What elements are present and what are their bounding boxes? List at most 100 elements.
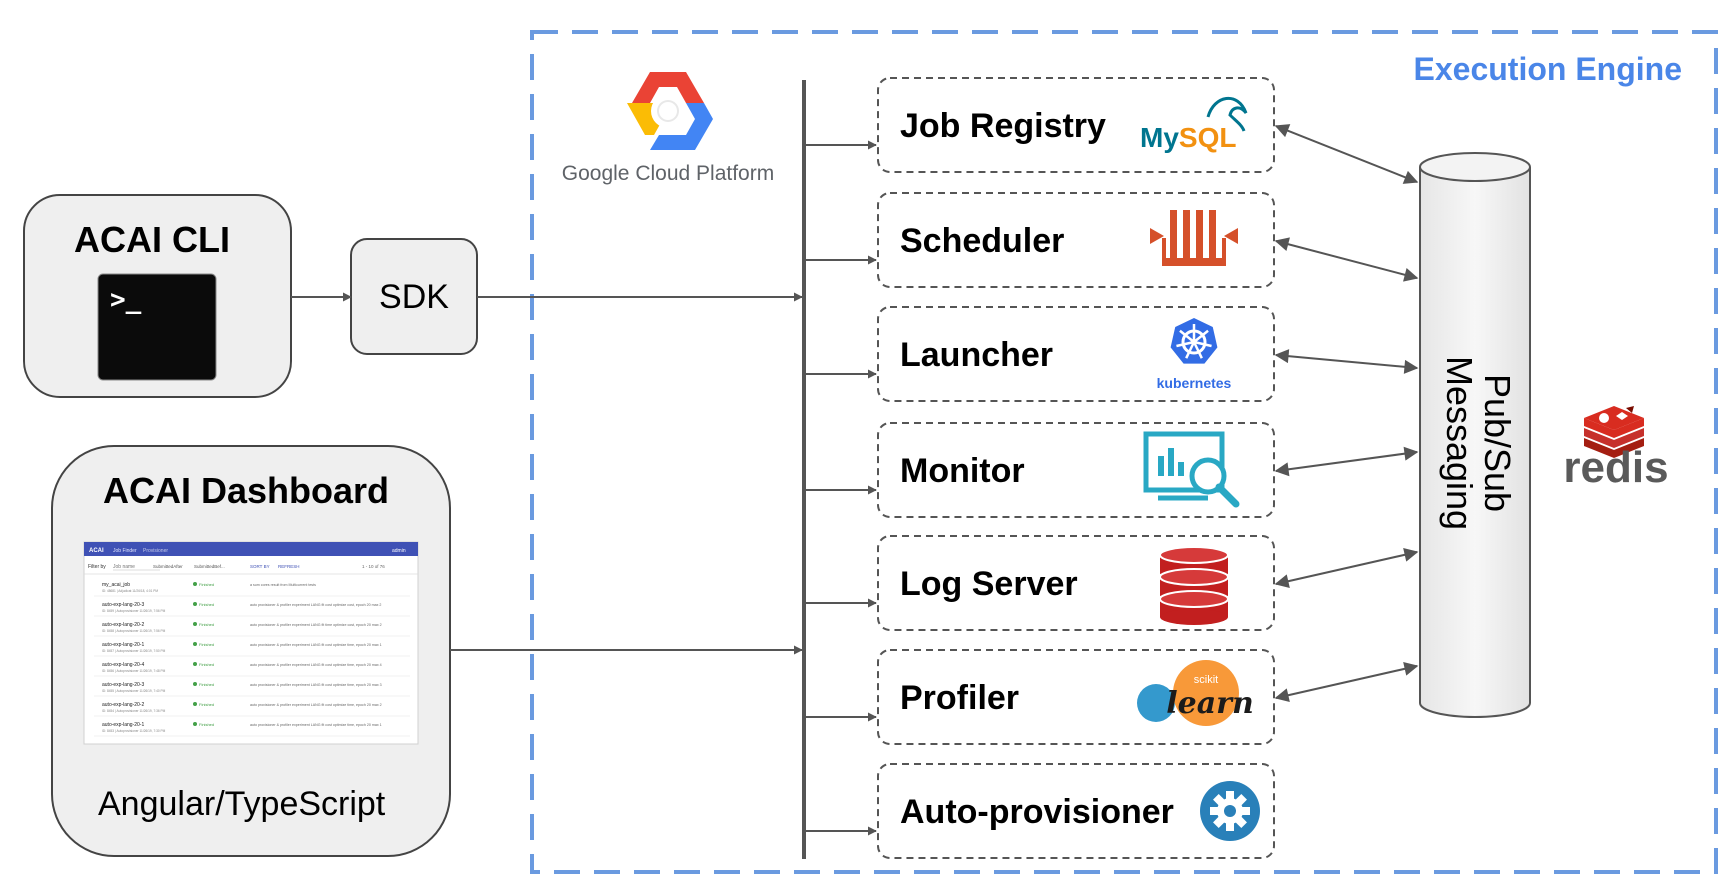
preview-nav-job-finder: Job Finder xyxy=(113,548,137,554)
status-dot-icon xyxy=(193,602,197,606)
acai-dashboard-subtitle: Angular/TypeScript xyxy=(98,785,386,823)
preview-job-meta: ID: 8455 | Autoprovisioner 11/26/19, 7:4… xyxy=(102,689,166,693)
preview-job-status: Finished xyxy=(199,702,214,707)
service-job-registry-box xyxy=(877,77,1275,173)
preview-job-status: Finished xyxy=(199,662,214,667)
status-dot-icon xyxy=(193,682,197,686)
service-monitor-label: Monitor xyxy=(900,452,1025,490)
terminal-icon: >_ xyxy=(97,273,217,381)
preview-job-desc: auto provisioner & profiler experiment L… xyxy=(250,603,381,607)
gear-icon xyxy=(1200,781,1260,841)
preview-job-status: Finished xyxy=(199,582,214,587)
preview-refresh: REFRESH xyxy=(278,564,300,569)
pubsub-arrow-1 xyxy=(1274,124,1419,184)
status-dot-icon xyxy=(193,722,197,726)
execution-engine-title: Execution Engine xyxy=(1414,51,1682,87)
pubsub-line1: Pub/Sub xyxy=(1477,374,1518,512)
service-log-server: Log Server xyxy=(806,535,1275,631)
pubsub-line2: Messaging xyxy=(1439,356,1480,530)
status-dot-icon xyxy=(193,622,197,626)
service-launcher: Launcher kubernetes xyxy=(806,306,1275,402)
acai-dashboard-box: ACAI Dashboard Angular/TypeScript ACAI J… xyxy=(51,445,451,857)
acai-cli-box: ACAI CLI >_ xyxy=(23,194,292,398)
redis-logo: redis xyxy=(1563,406,1669,492)
preview-job-meta: ID: 8457 | Autoprovisioner 11/26/19, 7:5… xyxy=(102,649,166,653)
preview-job-status: Finished xyxy=(199,722,214,727)
preview-select-after: SubmittedAfter xyxy=(153,564,183,569)
preview-job-desc: auto provisioner & profiler experiment L… xyxy=(250,723,382,727)
service-profiler-label: Profiler xyxy=(900,679,1019,717)
preview-filter-input: Job name xyxy=(113,564,135,570)
google-cloud-platform-logo: Google Cloud Platform xyxy=(562,72,774,185)
preview-job-row: auto-exp-lang-20-2ID: 8454 | Autoprovisi… xyxy=(94,702,410,717)
service-scheduler: Scheduler xyxy=(806,192,1275,288)
service-profiler-box xyxy=(877,649,1275,745)
status-dot-icon xyxy=(193,662,197,666)
mysql-logo: MySQL xyxy=(1140,96,1248,153)
service-auto-provisioner: Auto-provisioner xyxy=(806,763,1275,859)
preview-job-meta: ID: 8456 | Autoprovisioner 11/26/19, 7:4… xyxy=(102,669,166,673)
preview-job-name: auto-exp-lang-20-1 xyxy=(102,722,144,728)
pubsub-arrow-4 xyxy=(1274,446,1419,477)
pubsub-arrow-5 xyxy=(1274,547,1419,589)
preview-job-row: auto-exp-lang-20-3ID: 8455 | Autoprovisi… xyxy=(94,682,410,697)
preview-job-meta: ID: 48681 | Adjudicat 11/26/18, 4:01 PM xyxy=(102,589,158,593)
status-dot-icon xyxy=(193,642,197,646)
pubsub-arrow-3 xyxy=(1274,349,1419,374)
sdk-label: SDK xyxy=(379,278,449,316)
preview-job-desc: auto provisioner & profiler experiment L… xyxy=(250,663,382,667)
preview-job-row: auto-exp-lang-20-4ID: 8456 | Autoprovisi… xyxy=(94,662,410,677)
service-log-server-label: Log Server xyxy=(900,565,1078,603)
dashboard-preview: ACAI Job Finder Provisioner admin Filter… xyxy=(83,541,419,745)
preview-job-row: auto-exp-lang-20-1ID: 8457 | Autoprovisi… xyxy=(94,642,410,657)
acai-dashboard-title: ACAI Dashboard xyxy=(103,470,389,511)
preview-select-before: SubmittedBef... xyxy=(194,564,225,569)
preview-job-name: auto-exp-lang-20-3 xyxy=(102,602,144,608)
gcp-label: Google Cloud Platform xyxy=(562,162,774,185)
preview-job-name: auto-exp-lang-20-1 xyxy=(102,642,144,648)
redis-label: redis xyxy=(1563,443,1668,492)
service-auto-provisioner-label: Auto-provisioner xyxy=(900,793,1174,831)
preview-job-desc: auto provisioner & profiler experiment L… xyxy=(250,703,382,707)
preview-job-meta: ID: 8454 | Autoprovisioner 11/26/19, 7:3… xyxy=(102,709,166,713)
preview-job-row: auto-exp-lang-20-3ID: 8459 | Autoprovisi… xyxy=(94,602,410,617)
preview-pager: 1 - 10 of 76 xyxy=(362,564,385,569)
kubernetes-logo: kubernetes xyxy=(1157,318,1232,391)
terminal-prompt: >_ xyxy=(110,285,142,315)
preview-job-name: auto-exp-lang-20-2 xyxy=(102,622,144,628)
scheduler-icon xyxy=(1150,210,1238,266)
preview-user: admin xyxy=(392,548,406,554)
preview-nav-provisioner: Provisioner xyxy=(143,548,168,554)
preview-job-meta: ID: 8453 | Autoprovisioner 11/26/19, 7:3… xyxy=(102,729,166,733)
preview-job-row: auto-exp-lang-20-2ID: 8458 | Autoprovisi… xyxy=(94,622,410,637)
preview-job-name: auto-exp-lang-20-2 xyxy=(102,702,144,708)
pubsub-arrow-6 xyxy=(1274,661,1419,703)
service-auto-provisioner-box xyxy=(877,763,1275,859)
preview-job-row: auto-exp-lang-20-1ID: 8453 | Autoprovisi… xyxy=(94,722,410,737)
preview-job-status: Finished xyxy=(199,602,214,607)
preview-job-name: auto-exp-lang-20-3 xyxy=(102,682,144,688)
preview-job-name: auto-exp-lang-20-4 xyxy=(102,662,144,668)
preview-job-meta: ID: 8458 | Autoprovisioner 11/26/19, 7:5… xyxy=(102,629,166,633)
preview-job-desc: auto provisioner & profiler experiment L… xyxy=(250,683,382,687)
service-monitor: Monitor xyxy=(806,422,1275,518)
status-dot-icon xyxy=(193,582,197,586)
preview-job-meta: ID: 8459 | Autoprovisioner 11/26/19, 7:5… xyxy=(102,609,166,613)
scikit-learn-logo-text: learn xyxy=(1166,686,1254,721)
status-dot-icon xyxy=(193,702,197,706)
preview-job-status: Finished xyxy=(199,642,214,647)
service-scheduler-label: Scheduler xyxy=(900,222,1064,260)
preview-sort: SORT BY xyxy=(250,564,270,569)
service-launcher-label: Launcher xyxy=(900,336,1053,374)
preview-brand: ACAI xyxy=(89,548,104,554)
database-icon xyxy=(1159,546,1229,625)
preview-job-desc: auto provisioner & profiler experiment L… xyxy=(250,623,382,627)
scikit-learn-logo-small-text: scikit xyxy=(1194,674,1218,686)
